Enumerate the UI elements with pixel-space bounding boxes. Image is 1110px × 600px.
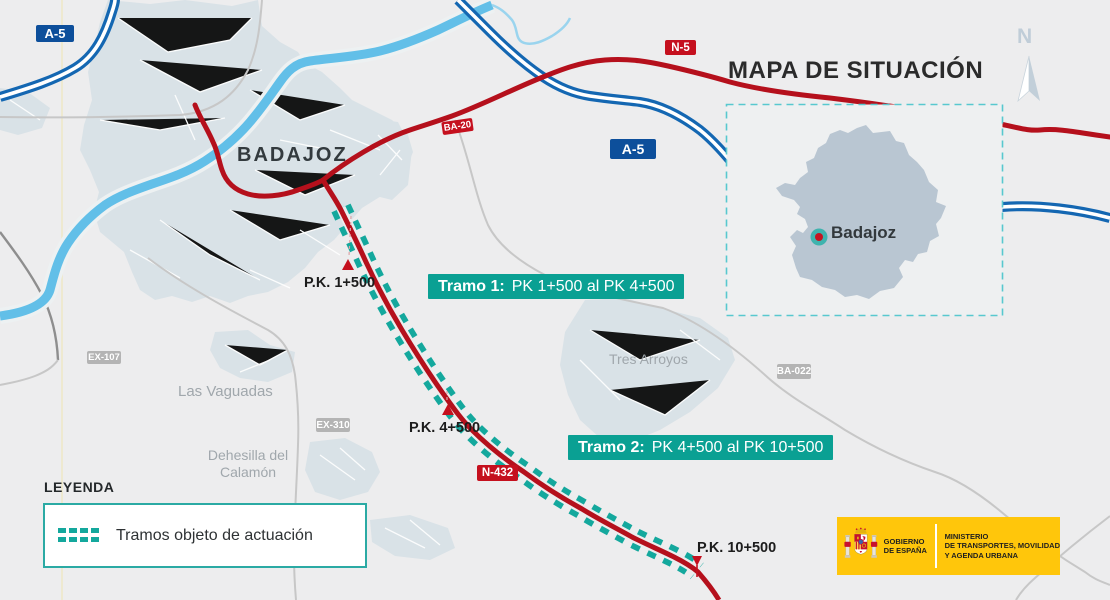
legend-box: Tramos objeto de actuación	[43, 503, 367, 568]
road-through-city	[0, 0, 263, 119]
badajoz-urban-area	[80, 0, 413, 303]
pk1-marker-icon	[342, 259, 354, 270]
place-label-dehesilla-line1: Dehesilla del	[207, 447, 289, 463]
pk-marker-graphics	[342, 215, 702, 577]
place-label-dehesilla-line2: Calamón	[219, 464, 277, 480]
road-badge-a5-west: A-5	[36, 25, 74, 42]
n432-road	[320, 178, 722, 600]
pk4-label: P.K. 4+500	[409, 420, 481, 436]
place-label-las-vaguadas: Las Vaguadas	[178, 383, 273, 400]
pk1-leader-line	[348, 215, 352, 257]
city-label-badajoz: BADAJOZ	[237, 144, 348, 166]
ministerio-line1: MINISTERIO	[944, 531, 989, 541]
gobierno-logo: GOBIERNO DE ESPAÑA MINISTERIO DE TRANSPO…	[837, 517, 1060, 575]
pk10-marker-icon	[692, 556, 702, 566]
tramo1-range: PK 1+500 al PK 4+500	[511, 277, 675, 295]
dehesilla-area	[305, 438, 380, 500]
ministerio-line2: DE TRANSPORTES, MOVILIDAD	[944, 541, 1060, 551]
road-badge-ex310: EX-310	[316, 418, 350, 432]
spain-coat-of-arms-icon	[844, 527, 878, 558]
tramo2-badge: Tramo 2: PK 4+500 al PK 10+500	[568, 435, 834, 460]
ministerio-text: MINISTERIO DE TRANSPORTES, MOVILIDAD Y A…	[945, 532, 1060, 561]
ex107-road-lower	[0, 359, 59, 386]
gobierno-line1: GOBIERNO	[883, 537, 925, 546]
compass-label: N	[1017, 25, 1033, 48]
gobierno-line2: DE ESPAÑA	[883, 546, 927, 555]
tramo1-badge: Tramo 1: PK 1+500 al PK 4+500	[428, 274, 685, 299]
west-suburb-area	[0, 88, 50, 135]
south-area	[370, 515, 455, 560]
ba20-n5-road	[320, 57, 1110, 183]
tramo2-range: PK 4+500 al PK 10+500	[651, 438, 824, 456]
road-badge-n5: N-5	[665, 40, 696, 55]
road-badge-ex107: EX-107	[87, 351, 121, 364]
road-badge-a5-central: A-5	[610, 139, 656, 159]
n432-road-with-tramos	[320, 178, 722, 600]
badajoz-ring-road	[192, 102, 326, 199]
gobierno-text: GOBIERNO DE ESPAÑA	[884, 537, 927, 555]
east-suburb-area	[365, 118, 412, 200]
tramo-dash-icon	[58, 528, 99, 542]
urban-areas	[0, 0, 735, 560]
guadiana-river	[0, 0, 572, 324]
southeast-road	[1015, 515, 1110, 600]
inset-map	[725, 103, 1004, 317]
tramo1-label: Tramo 1:	[438, 277, 505, 295]
pk10-label: P.K. 10+500	[697, 540, 777, 556]
north-arrow-icon	[1017, 55, 1040, 103]
red-roads	[192, 57, 1110, 199]
a5-west-segment	[0, 0, 120, 102]
road-badge-n432: N-432	[477, 465, 518, 481]
ministerio-line3: Y AGENDA URBANA	[944, 550, 1019, 560]
pk4-marker-icon	[442, 404, 454, 415]
legend-heading: LEYENDA	[44, 479, 115, 495]
place-label-tres-arroyos: Tres Arroyos	[609, 351, 688, 367]
pk1-label: P.K. 1+500	[304, 275, 376, 291]
extremadura-shape	[776, 125, 946, 299]
badajoz-dot-icon	[815, 233, 823, 241]
logo-divider	[934, 524, 937, 568]
legend-item-label: Tramos objeto de actuación	[116, 526, 313, 544]
place-label-dehesilla: Dehesilla del Calamón	[205, 447, 291, 481]
inset-badajoz-label: Badajoz	[831, 223, 897, 242]
tramo2-label: Tramo 2:	[578, 438, 645, 456]
page-title: MAPA DE SITUACIÓN	[728, 57, 984, 84]
street-lines	[9, 17, 721, 549]
creek	[491, 3, 572, 45]
road-badge-ba022: BA-022	[776, 364, 812, 379]
